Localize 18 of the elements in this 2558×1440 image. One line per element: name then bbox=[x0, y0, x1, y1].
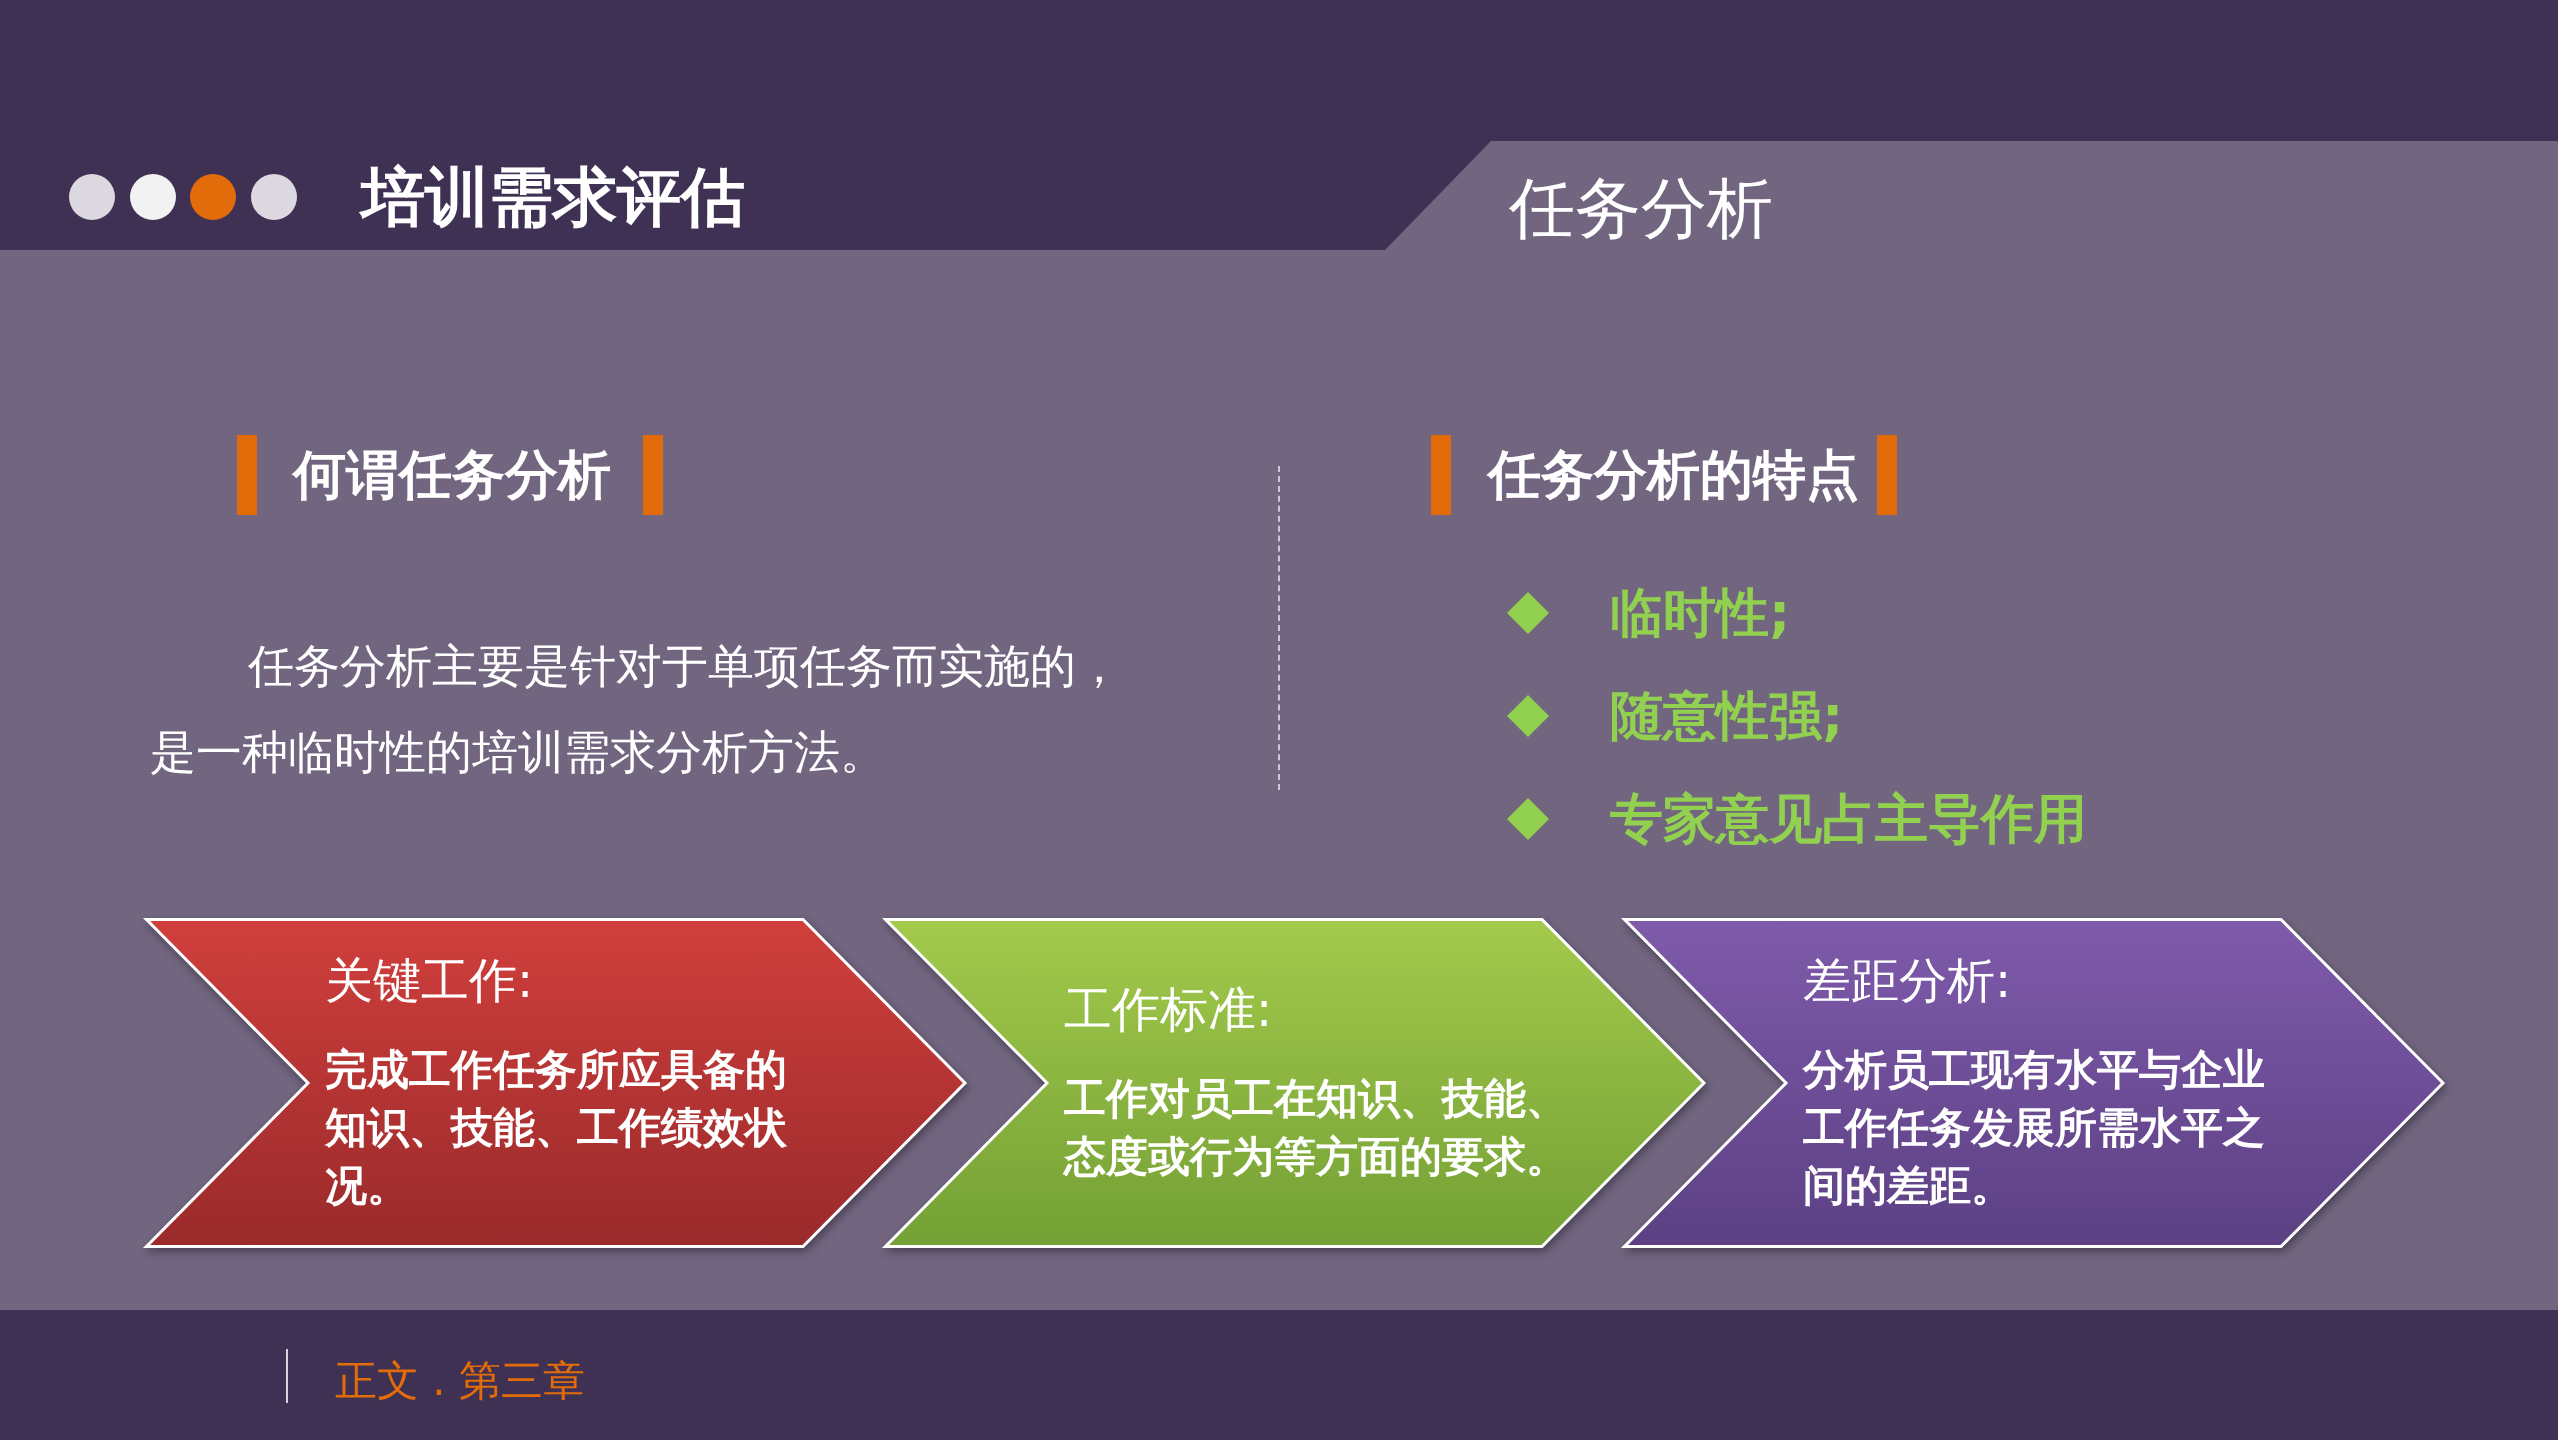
bracketed-section-heading: 任务分析的特点 bbox=[1431, 435, 1897, 515]
bullet-text: 专家意见占主导作用 bbox=[1610, 789, 2087, 849]
chevron-heading: 差距分析: bbox=[1803, 951, 2012, 1009]
chevron-body-text: 分析员工现有水平与企业工作任务发展所需水平之间的差距。 bbox=[1803, 1044, 2266, 1212]
footer-chapter-text: 正文 . 第三章 bbox=[335, 1359, 586, 1403]
bracketed-section-heading: 何谓任务分析 bbox=[237, 435, 663, 515]
chevron-heading: 关键工作: bbox=[325, 951, 534, 1009]
bullet-text: 随意性强; bbox=[1610, 686, 1844, 746]
chevron-arrow-shape bbox=[884, 918, 1706, 1248]
chevron-arrow-shape bbox=[145, 918, 967, 1248]
description-paragraph: 任务分析主要是针对于单项任务而实施的，是一种临时性的培训需求分析方法。 bbox=[150, 638, 1123, 781]
bullet-text: 临时性; bbox=[1610, 583, 1791, 643]
chevron-heading: 工作标准: bbox=[1064, 980, 1273, 1038]
chevron-arrow-shape bbox=[1623, 918, 2445, 1248]
page-title: 培训需求评估 bbox=[361, 165, 745, 229]
section-tab-title: 任务分析 bbox=[1509, 176, 1773, 242]
chevron-body-text: 完成工作任务所应具备的知识、技能、工作绩效状况。 bbox=[325, 1044, 788, 1212]
chevron-body-text: 工作对员工在知识、技能、态度或行为等方面的要求。 bbox=[1064, 1073, 1569, 1183]
